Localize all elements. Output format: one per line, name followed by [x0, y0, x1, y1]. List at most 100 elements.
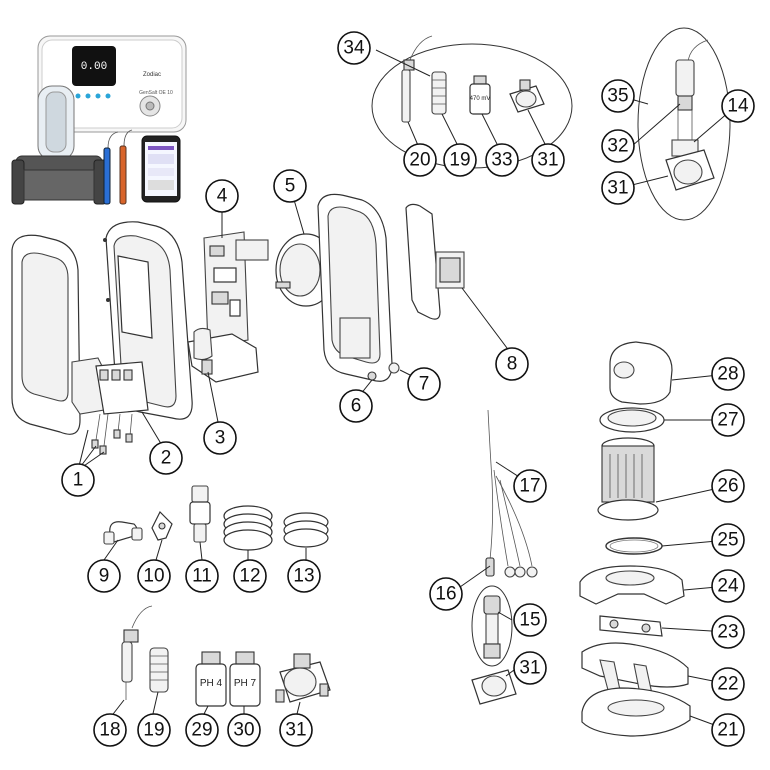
coil-tube-large — [223, 505, 273, 551]
callout-30: 30 — [227, 713, 261, 747]
svg-text:34: 34 — [343, 38, 365, 59]
probe-holder-sleeve — [149, 647, 169, 693]
o-ring — [605, 537, 663, 555]
callout-29: 29 — [185, 713, 219, 747]
callout-4: 4 — [205, 179, 239, 213]
product-photo: 0.00 Zodiac GenSalt OE 10 — [11, 35, 187, 205]
control-unit-screen — [72, 46, 116, 86]
buffer-ph7-label: PH 7 — [234, 678, 257, 689]
svg-text:21: 21 — [717, 720, 738, 741]
svg-text:19: 19 — [143, 720, 164, 741]
svg-text:6: 6 — [351, 396, 362, 417]
svg-text:8: 8 — [507, 354, 518, 375]
terminal-block — [71, 357, 149, 455]
svg-text:7: 7 — [419, 374, 430, 395]
svg-text:28: 28 — [717, 364, 738, 385]
svg-text:12: 12 — [239, 566, 260, 587]
callout-27: 27 — [711, 403, 745, 437]
rear-panel — [405, 203, 465, 320]
svg-text:31: 31 — [607, 178, 628, 199]
callout-17: 17 — [513, 469, 547, 503]
rear-housing-2 — [317, 193, 400, 382]
callout-24: 24 — [711, 569, 745, 603]
svg-text:29: 29 — [191, 720, 212, 741]
svg-text:24: 24 — [717, 576, 739, 597]
callout-14: 14 — [721, 89, 755, 123]
svg-text:25: 25 — [717, 530, 738, 551]
callout-21: 21 — [711, 713, 745, 747]
callout-9: 9 — [87, 559, 121, 593]
callouts: 1 2 3 4 5 6 7 8 9 10 11 12 13 14 15 16 1… — [61, 31, 755, 747]
redox-probe-group: 470 mV — [371, 35, 573, 169]
callout-31-bottom: 31 — [279, 713, 313, 747]
callout-23: 23 — [711, 615, 745, 649]
callout-19-bottom: 19 — [137, 713, 171, 747]
front-cover — [11, 234, 81, 435]
cell-body-upper — [579, 565, 685, 605]
callout-20: 20 — [403, 143, 437, 177]
svg-text:5: 5 — [285, 176, 296, 197]
electrode-cell — [597, 437, 659, 521]
svg-text:22: 22 — [717, 674, 738, 695]
svg-text:11: 11 — [192, 566, 212, 587]
callout-11: 11 — [185, 559, 219, 593]
svg-text:13: 13 — [293, 566, 314, 587]
svg-text:4: 4 — [217, 186, 228, 207]
callout-35: 35 — [601, 79, 635, 113]
svg-text:35: 35 — [607, 86, 628, 107]
callout-31-top: 31 — [531, 143, 565, 177]
callout-1: 1 — [61, 463, 95, 497]
svg-text:30: 30 — [233, 720, 254, 741]
probe-saddle-group — [637, 27, 731, 221]
callout-13: 13 — [287, 559, 321, 593]
svg-text:31: 31 — [285, 720, 306, 741]
callout-15: 15 — [513, 603, 547, 637]
buffer-ph7-bottle: PH 7 — [229, 651, 261, 707]
brand-logo: Zodiac — [143, 72, 161, 78]
svg-text:9: 9 — [99, 566, 110, 587]
svg-text:15: 15 — [519, 610, 540, 631]
svg-text:10: 10 — [143, 566, 164, 587]
callout-33: 33 — [485, 143, 519, 177]
svg-text:23: 23 — [717, 622, 738, 643]
u-clip — [103, 521, 143, 545]
callout-25: 25 — [711, 523, 745, 557]
svg-text:3: 3 — [215, 428, 226, 449]
svg-text:16: 16 — [435, 584, 456, 605]
svg-text:19: 19 — [449, 150, 470, 171]
callout-18: 18 — [93, 713, 127, 747]
cable-tie-clip — [151, 510, 173, 541]
circuit-board — [203, 231, 269, 347]
cell-bracket — [599, 615, 663, 637]
callout-6: 6 — [339, 389, 373, 423]
svg-text:26: 26 — [717, 476, 738, 497]
cell-body-clamp — [581, 642, 689, 695]
callout-7: 7 — [407, 367, 441, 401]
callout-8: 8 — [495, 347, 529, 381]
pipe-saddle-clamp — [275, 653, 331, 703]
callout-31-flow: 31 — [513, 651, 547, 685]
callout-10: 10 — [137, 559, 171, 593]
flow-sensor-group — [471, 585, 517, 705]
callout-22: 22 — [711, 667, 745, 701]
redox-solution-label: 470 mV — [470, 96, 491, 102]
connector-fitting — [189, 485, 211, 543]
svg-text:1: 1 — [73, 470, 84, 491]
callout-31-right: 31 — [601, 171, 635, 205]
callout-32: 32 — [601, 129, 635, 163]
cable-harness — [485, 409, 538, 578]
callout-2: 2 — [149, 441, 183, 475]
callout-26: 26 — [711, 469, 745, 503]
ph-probe — [121, 605, 153, 700]
callout-19-top: 19 — [443, 143, 477, 177]
dosing-pump — [187, 327, 259, 383]
svg-text:32: 32 — [607, 136, 628, 157]
svg-text:31: 31 — [519, 658, 540, 679]
buffer-ph4-bottle: PH 4 — [195, 651, 227, 707]
callout-12: 12 — [233, 559, 267, 593]
cell-cap — [609, 341, 673, 405]
callout-5: 5 — [273, 169, 307, 203]
svg-text:33: 33 — [491, 150, 512, 171]
callout-3: 3 — [203, 421, 237, 455]
